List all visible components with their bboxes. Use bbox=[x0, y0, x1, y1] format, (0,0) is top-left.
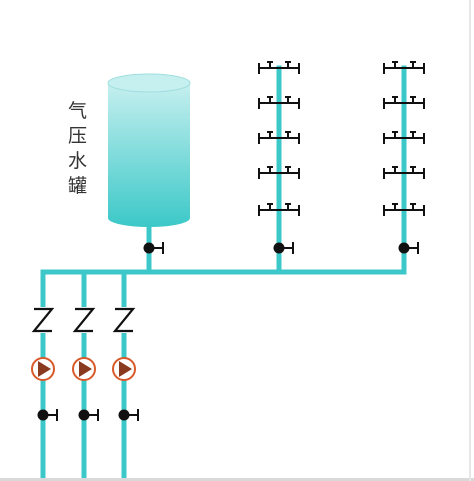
faucet-icon bbox=[383, 131, 425, 144]
gate-valve-icon bbox=[37, 409, 58, 421]
tank-label-char-2: 压 bbox=[68, 125, 88, 147]
gate-valve-icon bbox=[273, 242, 294, 254]
faucet-icon bbox=[258, 203, 300, 216]
faucet-icon bbox=[383, 61, 425, 74]
check-valve-icon bbox=[31, 307, 55, 333]
faucet-icon bbox=[383, 166, 425, 179]
faucet-icon bbox=[258, 61, 300, 74]
tank-label-char-4: 罐 bbox=[68, 175, 88, 197]
tank-top bbox=[107, 73, 191, 93]
right-edge-divider bbox=[469, 0, 471, 481]
tank-label-char-1: 气 bbox=[68, 100, 88, 122]
faucet-icon bbox=[258, 96, 300, 109]
pump-icon bbox=[31, 357, 55, 381]
pump-icon bbox=[112, 357, 136, 381]
gate-valve-icon bbox=[118, 409, 139, 421]
gate-valve-icon bbox=[398, 242, 419, 254]
faucet-icon bbox=[383, 96, 425, 109]
pump-group bbox=[31, 357, 136, 381]
faucet-icon bbox=[258, 131, 300, 144]
faucet-icon bbox=[383, 203, 425, 216]
gate-valve-icon bbox=[78, 409, 99, 421]
pressure-tank-icon bbox=[107, 73, 191, 227]
tank-body bbox=[108, 83, 190, 227]
check-valve-icon bbox=[112, 307, 136, 333]
faucet-icon bbox=[258, 166, 300, 179]
check-valve-icon bbox=[72, 307, 96, 333]
bottom-divider bbox=[0, 478, 474, 481]
check-valve-group bbox=[31, 307, 136, 333]
gate-valve-icon bbox=[143, 242, 164, 254]
valve-group bbox=[37, 242, 419, 421]
pump-icon bbox=[72, 357, 96, 381]
tank-label-char-3: 水 bbox=[68, 150, 88, 172]
faucet-group bbox=[258, 61, 425, 216]
